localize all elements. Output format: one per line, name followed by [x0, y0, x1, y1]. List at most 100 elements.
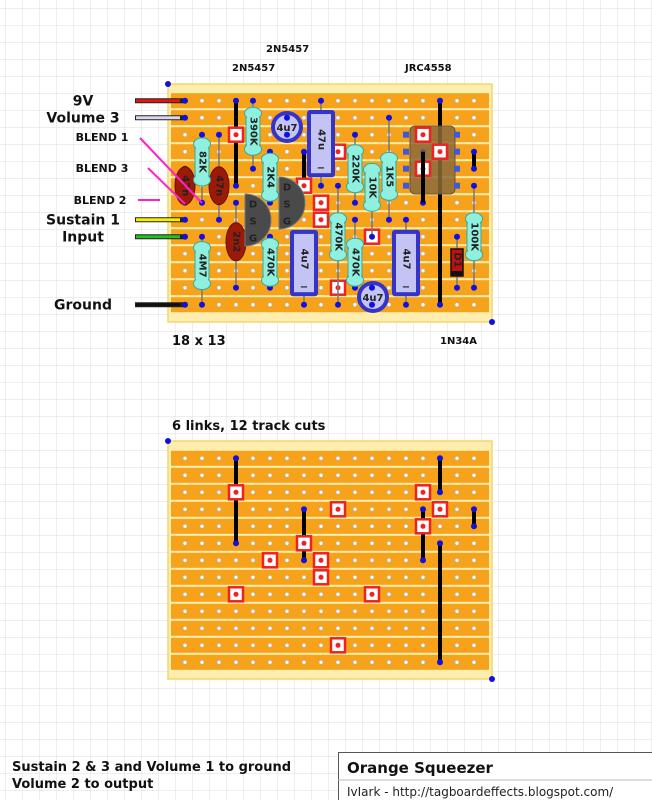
pad: [250, 97, 256, 104]
capacitor-value: 4u7: [362, 293, 383, 304]
pad: [352, 131, 358, 138]
copper-strip: [171, 620, 489, 636]
hole: [335, 132, 341, 137]
resistor-value: 470K: [350, 248, 361, 278]
hole: [284, 608, 290, 614]
hole: [250, 557, 256, 563]
jfet-transistor: DSG: [244, 193, 272, 247]
hole: [199, 625, 205, 631]
blend-label: BLEND 3: [76, 162, 129, 175]
hole: [250, 285, 256, 291]
hole: [454, 217, 460, 222]
resistor-value: 100K: [469, 222, 480, 252]
hole: [471, 557, 477, 563]
hole: [284, 625, 290, 631]
hole: [267, 455, 273, 461]
resistor-value: 2K4: [265, 166, 276, 188]
wire-label: Ground: [54, 298, 112, 314]
corner-marker: [165, 438, 171, 444]
hole: [284, 268, 290, 274]
hole: [284, 455, 290, 461]
hole: [250, 574, 256, 580]
capacitor-value: 4u7: [299, 249, 310, 270]
hole: [199, 472, 205, 478]
hole: [420, 234, 426, 239]
hole: [284, 489, 290, 495]
resistor: 470K: [329, 182, 347, 308]
hole: [182, 540, 188, 546]
pad: [471, 523, 477, 530]
copper-strip: [171, 518, 489, 534]
wire-label: Input: [62, 230, 104, 246]
pad: [182, 216, 188, 223]
hole: [199, 455, 205, 461]
hole: [335, 115, 341, 120]
copper-strip: [171, 586, 489, 602]
hole: [199, 217, 205, 222]
hole: [386, 557, 392, 563]
hole: [284, 302, 290, 308]
hole: [420, 659, 426, 665]
ic-pin: [454, 182, 460, 189]
hole: [233, 557, 239, 563]
electrolytic-capacitor-radial: 4u7: [271, 111, 303, 143]
hole: [471, 455, 477, 461]
hole: [386, 625, 392, 631]
negative-mark: −: [317, 163, 325, 174]
hole: [267, 472, 273, 478]
hole: [369, 455, 375, 461]
hole: [250, 251, 256, 256]
jfet-pin-label: S: [283, 200, 290, 211]
hole: [318, 625, 324, 631]
pad: [369, 233, 375, 240]
hole: [318, 642, 324, 648]
hole: [403, 98, 409, 103]
blend-label: BLEND 1: [76, 131, 129, 144]
hole: [233, 642, 239, 648]
hole: [369, 472, 375, 478]
transistor-part-b: 2N5457: [232, 63, 275, 74]
pad: [471, 182, 477, 189]
hole: [386, 523, 392, 529]
pad: [403, 216, 409, 223]
hole: [386, 489, 392, 495]
hole: [216, 506, 222, 512]
hole: [454, 574, 460, 580]
hole: [233, 659, 239, 665]
board-size: 18 x 13: [172, 334, 226, 349]
hole: [386, 472, 392, 478]
resistor-value: 470K: [333, 222, 344, 252]
hole: [250, 455, 256, 461]
hole: [216, 268, 222, 274]
hole: [284, 523, 290, 529]
hole: [267, 642, 273, 648]
copper-strip: [171, 569, 489, 585]
resistor: 390K: [244, 97, 262, 172]
hole: [250, 540, 256, 546]
hole: [420, 217, 426, 222]
copper-strip: [171, 467, 489, 483]
hole: [284, 506, 290, 512]
pad: [233, 97, 239, 104]
hole: [182, 285, 188, 291]
hole: [301, 574, 307, 580]
hole: [454, 523, 460, 529]
pad: [301, 506, 307, 513]
hole: [471, 115, 477, 120]
hole: [420, 591, 426, 597]
hole: [369, 149, 375, 154]
hole: [403, 574, 409, 580]
hole: [403, 591, 409, 597]
hole: [250, 591, 256, 597]
corner-marker: [165, 81, 171, 87]
track-cut: [329, 637, 347, 654]
hole: [199, 523, 205, 529]
hole: [284, 149, 290, 154]
wire-label: 9V: [73, 94, 94, 110]
track-cut: [227, 126, 245, 143]
jfet-pin-label: D: [249, 200, 257, 211]
hole: [318, 455, 324, 461]
hole: [352, 574, 358, 580]
hole: [216, 472, 222, 478]
